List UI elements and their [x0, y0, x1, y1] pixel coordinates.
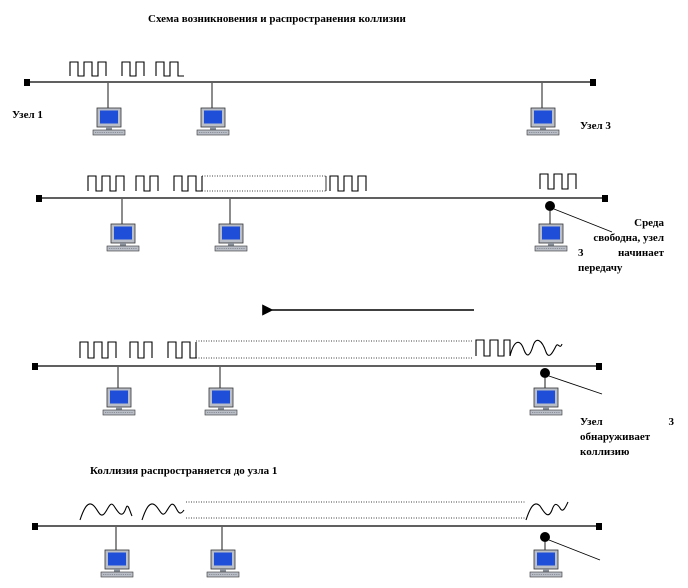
note-line: Среда — [634, 217, 664, 229]
computer-icon — [526, 107, 560, 136]
bus-terminator — [596, 523, 602, 530]
scene-2 — [36, 173, 613, 252]
computer-icon — [196, 107, 230, 136]
bus-tap-point — [540, 368, 550, 378]
scene-1 — [24, 61, 596, 136]
bus-terminator — [24, 79, 30, 86]
note-line: Узел 3 — [580, 416, 674, 428]
node-1-label: Узел 1 — [12, 109, 43, 121]
signal-pulses-node3 — [475, 339, 511, 357]
collision-waveform — [79, 503, 185, 521]
scene-3 — [32, 339, 603, 416]
bus-tap-point — [545, 201, 555, 211]
note-line: обнаруживает — [580, 431, 651, 443]
computer-icon — [529, 549, 563, 578]
note-collision-detected: Узел 3 обнаруживает коллизию — [580, 415, 674, 460]
callout-line — [548, 375, 603, 395]
computer-icon — [100, 549, 134, 578]
computer-icon — [214, 223, 248, 252]
note-collision-spreads: Коллизия распространяется до узла 1 — [90, 465, 278, 477]
signal-pulses — [87, 175, 367, 192]
callout-line — [553, 208, 613, 233]
callout-line — [548, 539, 601, 561]
computer-icon — [92, 107, 126, 136]
signal-pulses-node3 — [539, 173, 577, 190]
computer-icon — [529, 387, 563, 416]
diagram-title: Схема возникновения и распространения ко… — [148, 13, 406, 25]
computer-icon — [534, 223, 568, 252]
node-3-label: Узел 3 — [580, 120, 611, 132]
note-line: 3 начинает — [578, 247, 664, 259]
signal-in-transit — [202, 175, 326, 192]
collision-waveform — [525, 501, 569, 521]
bus-terminator — [36, 195, 42, 202]
note-line: коллизию — [580, 446, 630, 458]
bus-terminator — [596, 363, 602, 370]
note-line: передачу — [578, 262, 623, 274]
signal-pulses — [79, 341, 197, 359]
computer-icon — [106, 223, 140, 252]
note-line: свободна, узел — [593, 232, 664, 244]
bus-tap-point — [540, 532, 550, 542]
note-medium-free: Среда свободна, узел 3 начинает передачу — [578, 216, 664, 276]
computer-icon — [102, 387, 136, 416]
bus-terminator — [602, 195, 608, 202]
bus-terminator — [32, 523, 38, 530]
bus-terminator — [32, 363, 38, 370]
signal-in-transit — [196, 340, 472, 359]
signal-pulses — [69, 61, 184, 77]
scene-4 — [32, 501, 602, 578]
computer-icon — [204, 387, 238, 416]
collision-waveform — [509, 339, 563, 357]
bus-terminator — [590, 79, 596, 86]
computer-icon — [206, 549, 240, 578]
signal-in-transit — [186, 501, 526, 519]
